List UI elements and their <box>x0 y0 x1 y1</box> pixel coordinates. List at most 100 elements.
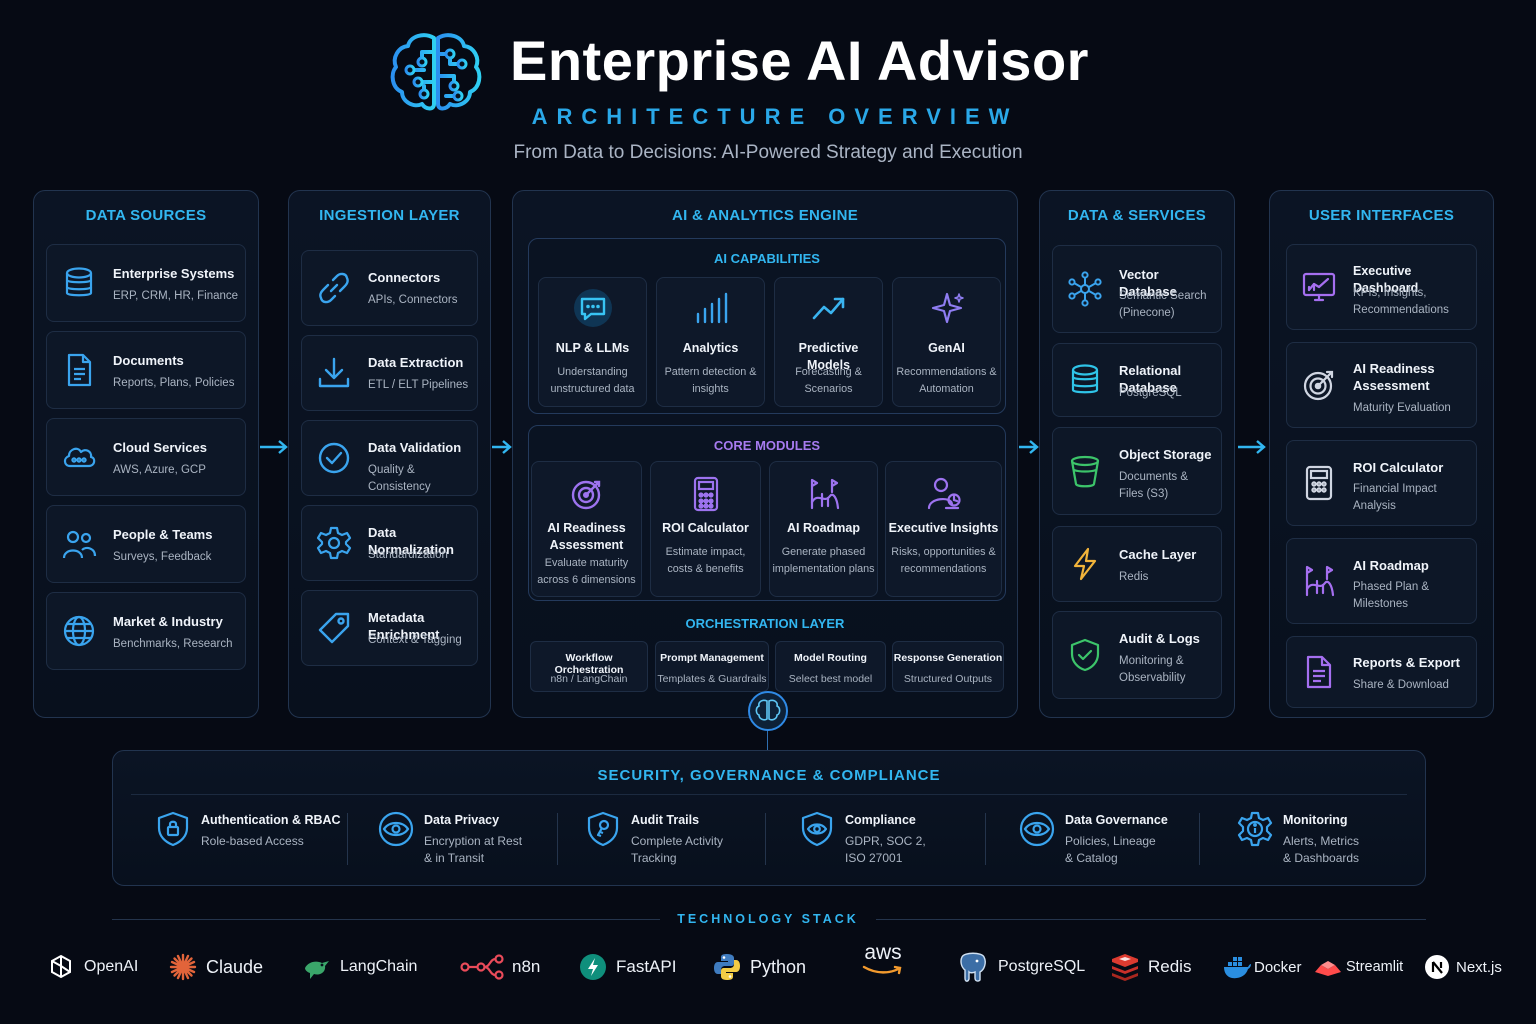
module-subtitle: Risks, opportunities & recommendations <box>891 546 996 575</box>
ingestion-item-subtitle: Quality & Consistency <box>368 464 431 493</box>
orchestration-item-subtitle: Structured Outputs <box>903 673 993 685</box>
nextjs-icon <box>1425 955 1449 979</box>
capability-card[interactable]: Analytics Pattern detection & insights <box>656 277 765 407</box>
module-card[interactable]: ROI Calculator Estimate impact, costs & … <box>650 461 761 597</box>
service-item[interactable]: Vector Database Semantic Search (Pinecon… <box>1052 245 1222 333</box>
ui-item[interactable]: ROI Calculator Financial Impact Analysis <box>1286 440 1477 526</box>
service-title: Cache Layer <box>1119 547 1197 562</box>
tech-stack-title: TECHNOLOGY STACK <box>677 912 859 926</box>
security-separator <box>347 813 348 865</box>
module-title: AI Roadmap <box>787 521 860 535</box>
data-source-title: Documents <box>113 353 184 368</box>
service-item[interactable]: Relational Database PostgreSQL <box>1052 343 1222 417</box>
data-source-item[interactable]: Enterprise Systems ERP, CRM, HR, Finance <box>46 244 246 322</box>
user-interfaces-title: USER INTERFACES <box>1308 207 1455 224</box>
tech-name: Python <box>750 956 807 977</box>
capability-subtitle: Understanding unstructured data <box>550 366 635 395</box>
redis-icon <box>1112 954 1138 981</box>
arrow-right-icon <box>260 440 288 454</box>
shield-check-icon <box>1070 638 1100 672</box>
security-item-subtitle: Encryption at Rest & in Transit <box>424 834 523 865</box>
link-icon <box>319 272 349 304</box>
security-item-title: Compliance <box>845 813 916 827</box>
capability-card[interactable]: NLP & LLMs Understanding unstructured da… <box>538 277 647 407</box>
ingestion-item[interactable]: Data Normalization Standardization <box>301 505 478 581</box>
ingestion-item[interactable]: Data Extraction ETL / ELT Pipelines <box>301 335 478 411</box>
module-card[interactable]: Executive Insights Risks, opportunities … <box>885 461 1002 597</box>
ui-item[interactable]: AI Roadmap Phased Plan & Milestones <box>1286 538 1477 624</box>
gear-icon <box>316 526 352 560</box>
security-item-title: Monitoring <box>1283 813 1348 827</box>
ingestion-item[interactable]: Connectors APIs, Connectors <box>301 250 478 326</box>
capability-card[interactable]: Predictive Models Forecasting & Scenario… <box>774 277 883 407</box>
ai-engine-title: AI & ANALYTICS ENGINE <box>671 207 859 224</box>
module-subtitle: Generate phased implementation plans <box>772 546 875 575</box>
brain-logo-icon <box>390 33 482 111</box>
module-title: ROI Calculator <box>662 521 749 535</box>
ui-item[interactable]: Executive Dashboard KPIs, Insights, Reco… <box>1286 244 1477 330</box>
module-card[interactable]: AI Readiness Assessment Evaluate maturit… <box>531 461 642 597</box>
tech-langchain: LangChain <box>302 950 417 984</box>
ingestion-item-subtitle: ETL / ELT Pipelines <box>368 379 469 391</box>
tag-icon <box>318 612 350 644</box>
security-panel: SECURITY, GOVERNANCE & COMPLIANCE Authen… <box>112 750 1426 886</box>
orchestration-item[interactable]: Workflow Orchestration n8n / LangChain <box>530 641 648 692</box>
data-source-item[interactable]: Market & Industry Benchmarks, Research <box>46 592 246 670</box>
data-source-subtitle: Reports, Plans, Policies <box>113 377 235 389</box>
calculator-icon <box>1305 465 1333 501</box>
roadmap-icon <box>1305 565 1335 597</box>
data-source-item[interactable]: Documents Reports, Plans, Policies <box>46 331 246 409</box>
tech-streamlit: Streamlit <box>1314 950 1403 984</box>
tech-name: Redis <box>1148 957 1192 976</box>
fastapi-icon <box>580 954 606 980</box>
orchestration-item[interactable]: Prompt Management Templates & Guardrails <box>655 641 769 692</box>
orchestration-item-title: Prompt Management <box>660 652 764 664</box>
capability-subtitle: Pattern detection & insights <box>664 366 757 395</box>
service-item[interactable]: Object Storage Documents & Files (S3) <box>1052 427 1222 515</box>
module-subtitle: Estimate impact, costs & benefits <box>665 546 746 575</box>
page-subtitle: ARCHITECTURE OVERVIEW <box>531 104 1019 129</box>
orchestration-item[interactable]: Response Generation Structured Outputs <box>892 641 1004 692</box>
gear-info-icon <box>1237 811 1273 847</box>
orchestration-item[interactable]: Model Routing Select best model <box>775 641 886 692</box>
tech-line-right <box>876 919 1426 920</box>
ingestion-title: INGESTION LAYER <box>319 207 460 224</box>
module-title: Executive Insights <box>888 521 999 535</box>
capability-subtitle: Recommendations & Automation <box>896 366 997 395</box>
tech-name: OpenAI <box>84 958 139 975</box>
security-item-subtitle: Alerts, Metrics & Dashboards <box>1283 834 1360 865</box>
ui-item[interactable]: Reports & Export Share & Download <box>1286 636 1477 708</box>
tech-name: aws <box>864 941 902 964</box>
ingestion-item[interactable]: Metadata Enrichment Context & Tagging <box>301 590 478 666</box>
page-tagline: From Data to Decisions: AI-Powered Strat… <box>513 142 1023 163</box>
service-item[interactable]: Audit & Logs Monitoring & Observability <box>1052 611 1222 699</box>
capability-card[interactable]: GenAI Recommendations & Automation <box>892 277 1001 407</box>
database-icon <box>1071 364 1099 394</box>
dashboard-icon <box>1302 272 1336 302</box>
shield-eye-icon <box>801 811 833 847</box>
tech-name: Docker <box>1254 958 1302 976</box>
security-separator <box>557 813 558 865</box>
globe-icon <box>63 615 95 647</box>
arrow-right-icon <box>1019 440 1039 454</box>
orchestration-item-title: Response Generation <box>893 652 1003 664</box>
aws-icon <box>862 965 902 975</box>
module-card[interactable]: AI Roadmap Generate phased implementatio… <box>769 461 878 597</box>
ingestion-item[interactable]: Data Validation Quality & Consistency <box>301 420 478 496</box>
capability-title: GenAI <box>928 341 965 355</box>
ingestion-item-subtitle: Standardization <box>368 549 448 561</box>
data-source-subtitle: Benchmarks, Research <box>113 638 233 650</box>
executive-icon <box>927 477 961 510</box>
data-source-subtitle: ERP, CRM, HR, Finance <box>113 290 239 302</box>
roadmap-icon <box>810 478 839 510</box>
data-source-item[interactable]: Cloud Services AWS, Azure, GCP <box>46 418 246 496</box>
arrow-right-icon <box>492 440 512 454</box>
ingestion-item-title: Data Normalization <box>368 525 454 557</box>
service-item[interactable]: Cache Layer Redis <box>1052 526 1222 602</box>
data-sources-title: DATA SOURCES <box>85 207 207 224</box>
ui-item-subtitle: Financial Impact Analysis <box>1353 483 1437 512</box>
data-source-item[interactable]: People & Teams Surveys, Feedback <box>46 505 246 583</box>
tech-name: Streamlit <box>1346 959 1404 975</box>
ui-item[interactable]: AI Readiness Assessment Maturity Evaluat… <box>1286 342 1477 428</box>
ingestion-item-subtitle: APIs, Connectors <box>368 294 458 306</box>
